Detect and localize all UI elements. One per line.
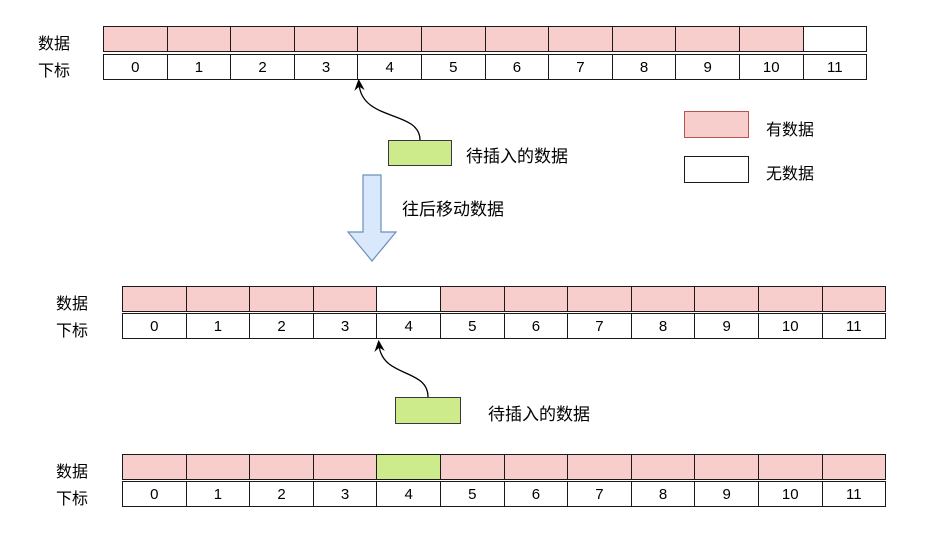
data-cell-filled (821, 454, 887, 480)
legend-has-data-swatch (684, 111, 749, 138)
pending-data-box (388, 140, 452, 166)
data-row-label-1: 数据 (38, 34, 71, 53)
data-row-shifted (122, 286, 887, 312)
data-row-after (122, 454, 887, 480)
data-cell-filled (293, 26, 359, 52)
pending-data-box-2 (395, 397, 461, 424)
data-cell-filled (567, 286, 632, 312)
shift-step-label: 往后移动数据 (402, 200, 504, 220)
data-cell-filled (357, 26, 422, 52)
data-row-before (103, 26, 868, 52)
index-cell: 11 (821, 481, 887, 507)
data-cell-filled (103, 26, 168, 52)
data-cell-filled (738, 26, 804, 52)
data-cell-filled (611, 26, 677, 52)
data-cell-filled (630, 286, 696, 312)
data-cell-filled (249, 286, 314, 312)
data-cell-filled (312, 286, 378, 312)
data-row-label-3: 数据 (56, 462, 89, 481)
data-cell-filled (694, 454, 759, 480)
data-cell-filled (249, 454, 314, 480)
index-cell: 11 (821, 313, 887, 339)
legend-no-data-label: 无数据 (766, 164, 815, 183)
legend-has-data-label: 有数据 (766, 120, 815, 139)
data-row-label-2: 数据 (56, 294, 89, 313)
data-cell-empty (802, 26, 868, 52)
legend-no-data-swatch (684, 156, 749, 183)
data-cell-filled (439, 454, 505, 480)
insert-arrow-1 (354, 78, 421, 141)
index-row-label-1: 下标 (38, 61, 71, 80)
data-cell-empty (376, 286, 441, 312)
data-cell-filled (630, 454, 696, 480)
data-cell-filled (821, 286, 887, 312)
data-cell-inserted (376, 454, 441, 480)
data-cell-filled (185, 286, 251, 312)
data-cell-filled (548, 26, 613, 52)
data-cell-filled (230, 26, 295, 52)
pending-data-label: 待插入的数据 (466, 147, 568, 167)
data-cell-filled (439, 286, 505, 312)
data-cell-filled (757, 454, 823, 480)
insert-arrow-2 (374, 339, 429, 398)
shift-down-arrow (346, 174, 398, 262)
data-cell-filled (420, 26, 486, 52)
data-cell-filled (185, 454, 251, 480)
index-cell: 11 (802, 54, 868, 80)
data-cell-filled (484, 26, 550, 52)
data-cell-filled (567, 454, 632, 480)
index-row-label-2: 下标 (56, 321, 89, 340)
index-row-label-3: 下标 (56, 489, 89, 508)
data-cell-filled (122, 454, 187, 480)
pending-data-label-2: 待插入的数据 (488, 405, 590, 425)
data-cell-filled (503, 454, 569, 480)
data-cell-filled (312, 454, 378, 480)
data-cell-filled (503, 286, 569, 312)
